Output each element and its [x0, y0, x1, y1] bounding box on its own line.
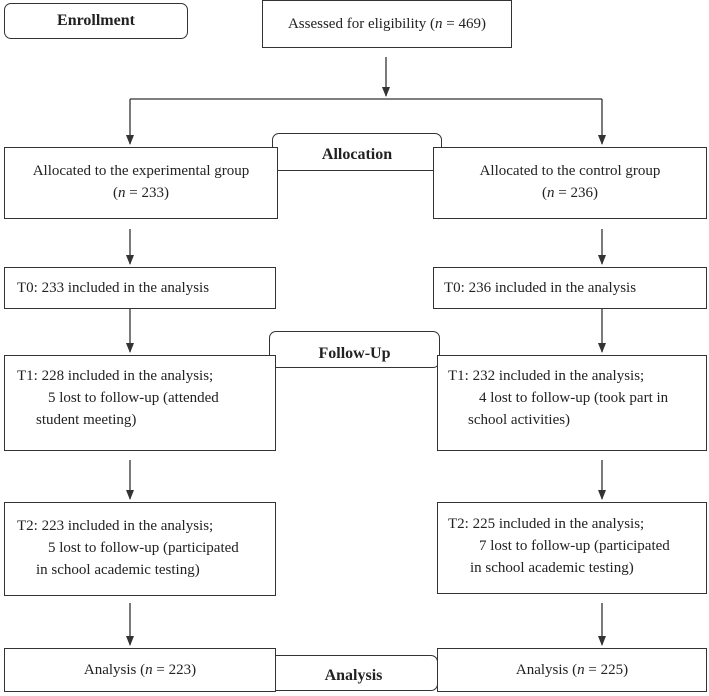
control-t0-box: T0: 236 included in the analysis — [433, 267, 707, 309]
control-allocated-n: (n = 236) — [542, 185, 598, 201]
control-allocated-title: Allocated to the control group — [479, 163, 661, 179]
experimental-t0-box: T0: 233 included in the analysis — [4, 267, 276, 309]
stage-label-allocation: Allocation — [272, 133, 442, 171]
control-analysis-box: Analysis (n = 225) — [437, 648, 707, 692]
control-t1-box: T1: 232 included in the analysis; 4 lost… — [437, 355, 707, 451]
control-t2-box: T2: 225 included in the analysis; 7 lost… — [437, 502, 707, 594]
control-allocated-box: Allocated to the control group (n = 236) — [433, 147, 707, 219]
experimental-t1-box: T1: 228 included in the analysis; 5 lost… — [4, 355, 276, 451]
stage-label-enrollment: Enrollment — [4, 3, 188, 39]
experimental-analysis-box: Analysis (n = 223) — [4, 648, 276, 692]
stage-label-analysis: Analysis — [269, 655, 438, 691]
experimental-allocated-title: Allocated to the experimental group — [32, 163, 250, 179]
experimental-allocated-box: Allocated to the experimental group (n =… — [4, 147, 278, 219]
assessed-box: Assessed for eligibility (n = 469) — [262, 0, 512, 48]
stage-label-follow-up: Follow-Up — [269, 331, 440, 368]
experimental-t2-box: T2: 223 included in the analysis; 5 lost… — [4, 502, 276, 596]
experimental-allocated-n: (n = 233) — [113, 185, 169, 201]
